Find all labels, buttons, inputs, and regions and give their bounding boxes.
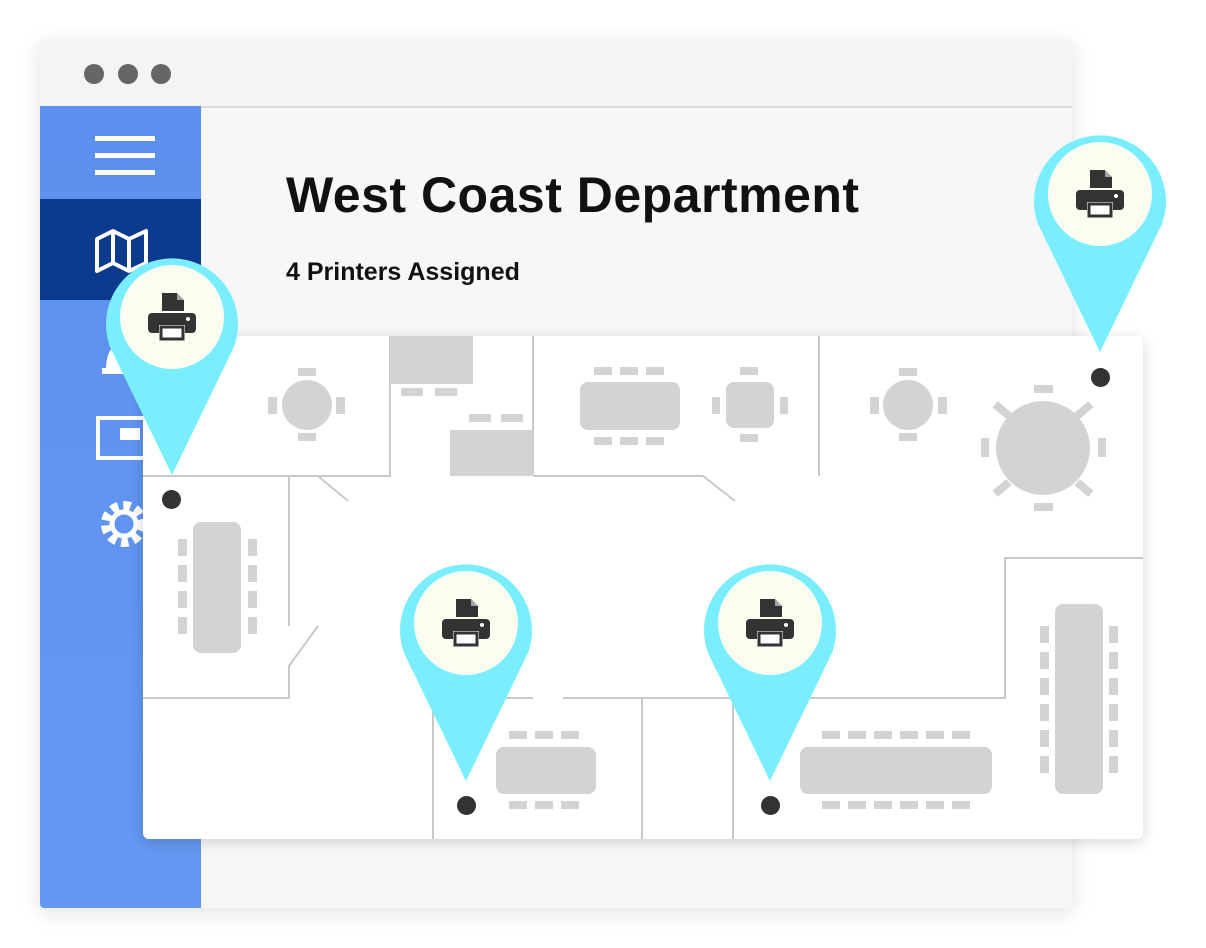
printer-pin-1[interactable] [104, 251, 240, 477]
window-dot-minimize[interactable] [118, 64, 138, 84]
page-title: West Coast Department [286, 167, 860, 223]
printer-location-dot-4 [1091, 368, 1110, 387]
sidebar-item-settings[interactable] [40, 486, 201, 586]
gear-icon [101, 501, 147, 547]
printer-pin-3[interactable] [702, 557, 838, 783]
printer-location-dot-3 [761, 796, 780, 815]
printer-location-dot-1 [162, 490, 181, 509]
floor-plan-drawing [143, 336, 1143, 839]
hamburger-icon [95, 136, 155, 175]
window-dot-close[interactable] [84, 64, 104, 84]
map-icon [95, 229, 148, 273]
floor-plan-furniture [178, 336, 1118, 809]
printer-pin-2[interactable] [398, 557, 534, 783]
sidebar-menu-button[interactable] [40, 106, 201, 198]
title-bar [40, 40, 1072, 108]
floor-plan-walls [143, 336, 1143, 839]
printer-count-label: 4 Printers Assigned [286, 258, 520, 286]
printer-location-dot-2 [457, 796, 476, 815]
window-dot-maximize[interactable] [151, 64, 171, 84]
printer-pin-4[interactable] [1032, 128, 1168, 354]
floor-plan[interactable] [143, 336, 1143, 839]
